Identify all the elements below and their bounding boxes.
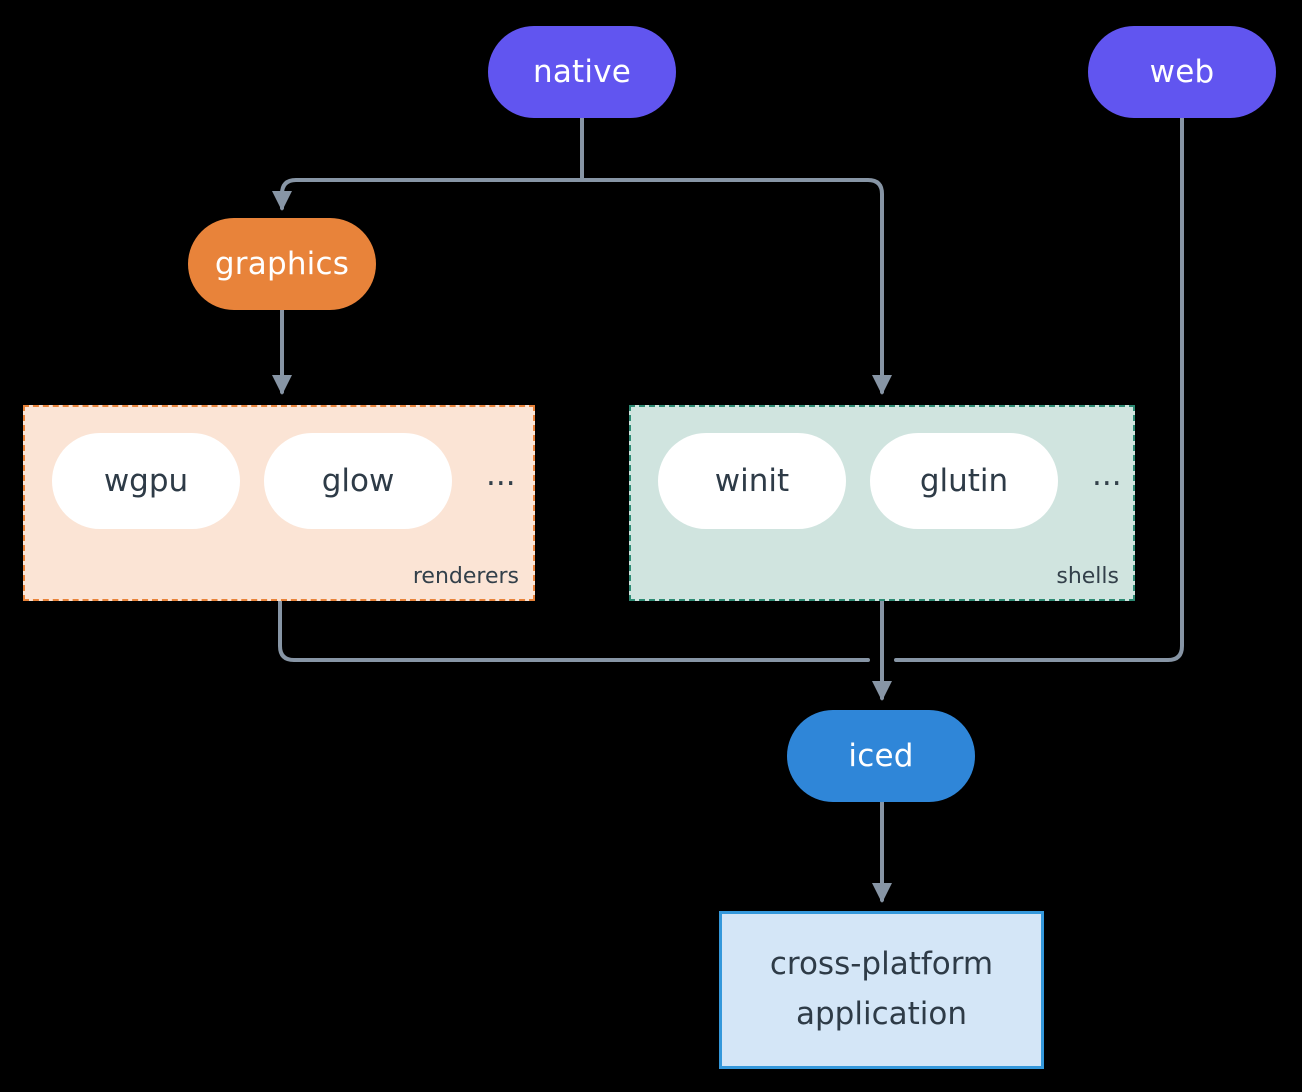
node-iced[interactable]: iced (787, 710, 975, 802)
chip-glow-label: glow (321, 463, 395, 499)
edge-renderers-to-iced (278, 599, 870, 662)
node-application[interactable]: cross-platform application (719, 911, 1044, 1069)
chip-wgpu[interactable]: wgpu (52, 433, 240, 529)
chip-glow[interactable]: glow (264, 433, 452, 529)
node-web-label: web (1149, 54, 1215, 90)
node-iced-label: iced (848, 738, 914, 774)
node-graphics[interactable]: graphics (188, 218, 376, 310)
node-web[interactable]: web (1088, 26, 1276, 118)
edge-native-to-shells (580, 178, 892, 395)
group-renderers-items: wgpu glow ... (52, 433, 516, 529)
node-native[interactable]: native (488, 26, 676, 118)
renderers-overflow-ellipsis: ... (486, 456, 516, 493)
node-native-label: native (532, 54, 632, 90)
node-application-label-line2: application (796, 996, 967, 1032)
group-renderers[interactable]: wgpu glow ... renderers (23, 405, 535, 601)
node-application-label-line1: cross-platform (769, 946, 994, 983)
chip-glutin[interactable]: glutin (870, 433, 1058, 529)
chip-winit[interactable]: winit (658, 433, 846, 529)
group-renderers-label: renderers (412, 564, 519, 589)
group-shells-label: shells (1056, 564, 1119, 589)
node-graphics-label: graphics (214, 246, 350, 282)
chip-winit-label: winit (714, 463, 790, 499)
chip-wgpu-label: wgpu (103, 463, 189, 499)
group-shells-items: winit glutin ... (658, 433, 1122, 529)
group-shells[interactable]: winit glutin ... shells (629, 405, 1135, 601)
shells-overflow-ellipsis: ... (1092, 456, 1122, 493)
chip-glutin-label: glutin (919, 463, 1009, 499)
edge-native-to-graphics (272, 178, 584, 211)
